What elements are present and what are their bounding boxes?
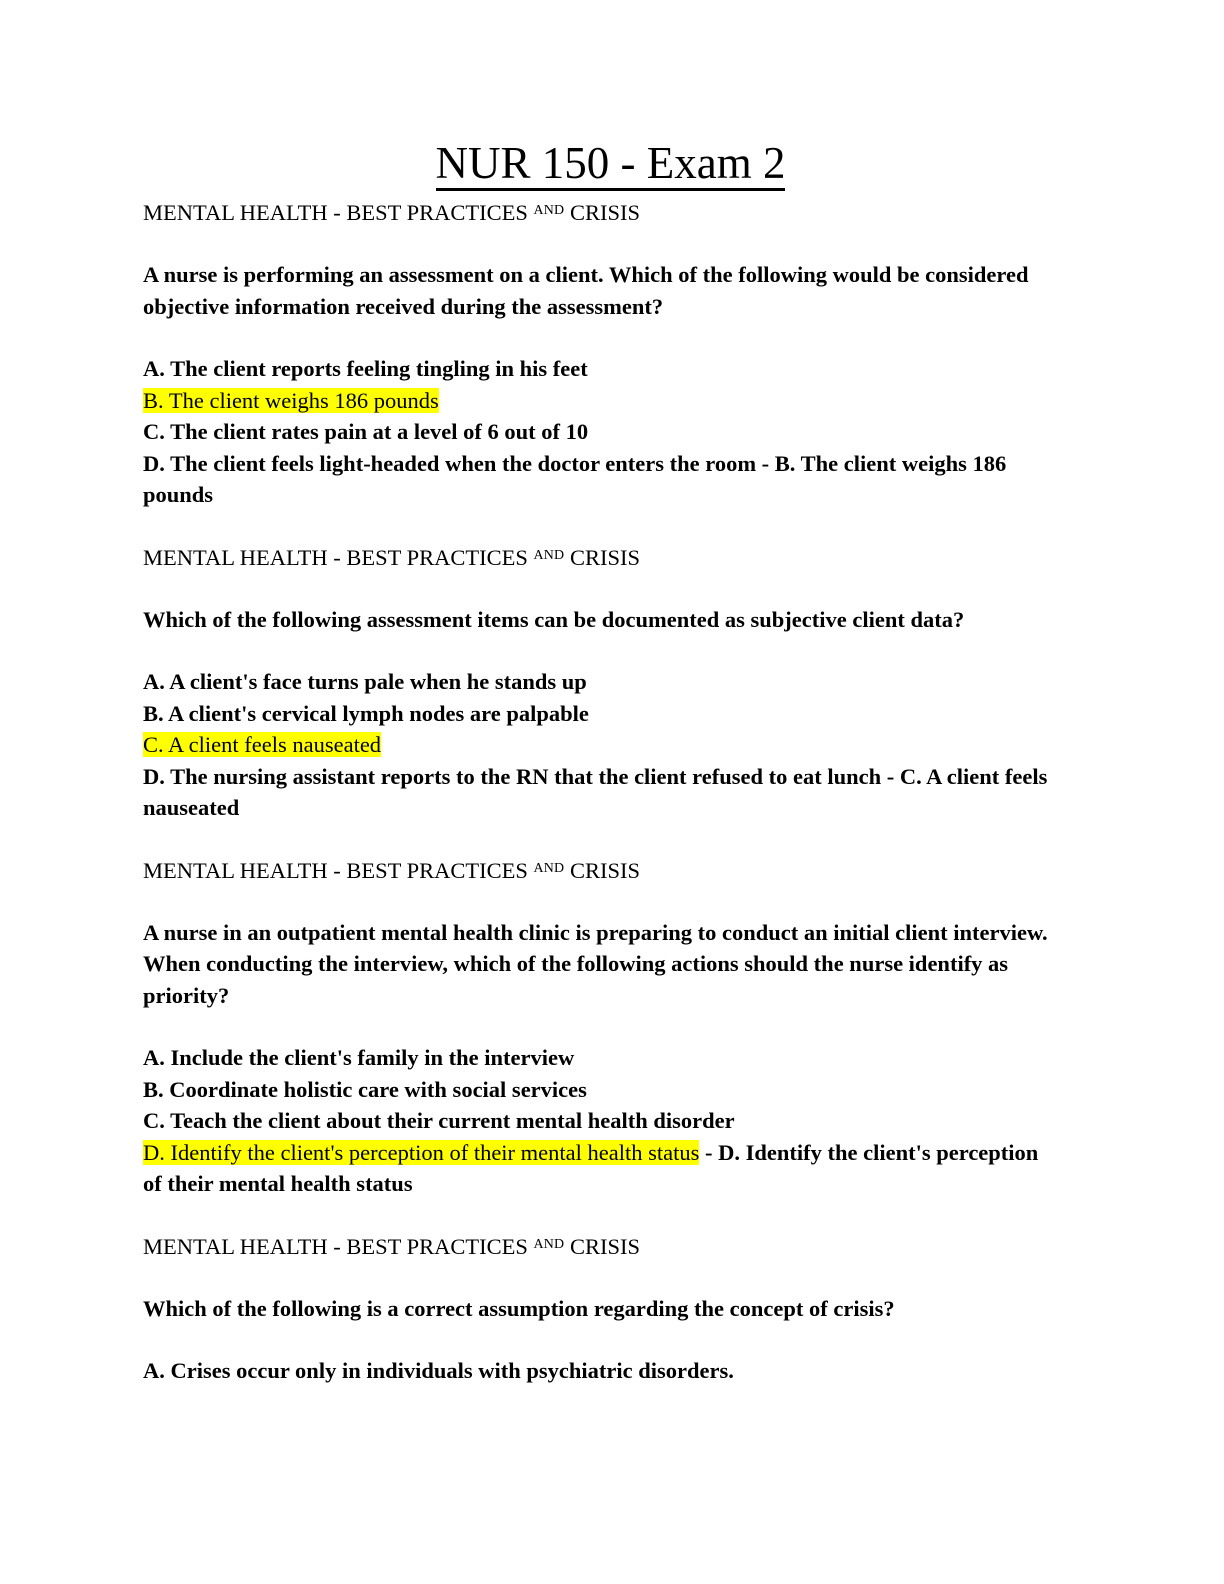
question-1-option-c: C. The client rates pain at a level of 6… [143,419,589,445]
question-2-option-b: B. A client's cervical lymph nodes are p… [143,700,589,726]
question-3-option-b: B. Coordinate holistic care with social … [143,1076,587,1102]
section-heading-prefix: MENTAL HEALTH - BEST PRACTICES [143,857,534,883]
section-heading-prefix: MENTAL HEALTH - BEST PRACTICES [143,544,534,570]
spacer [143,886,1078,917]
page-title: NUR 150 - Exam 2 [143,139,1078,192]
section-heading-suffix: CRISIS [564,544,640,570]
question-2-option-c: C. A client feels nauseated [143,729,1078,761]
question-1-option-b: B. The client weighs 186 pounds [143,385,1078,417]
question-2-stem: Which of the following assessment items … [143,606,965,632]
section-heading-prefix: MENTAL HEALTH - BEST PRACTICES [143,1233,534,1259]
section-heading-superscript: AND [533,547,565,563]
question-4-stem: Which of the following is a correct assu… [143,1295,895,1321]
question-4-option-a: A. Crises occur only in individuals with… [143,1358,734,1384]
question-1-stem-line-2: objective information received during th… [143,293,664,319]
question-1-option-a: A. The client reports feeling tingling i… [143,356,588,382]
spacer [143,511,1078,542]
spacer [143,635,1078,666]
question-2-option-d: D. The nursing assistant reports to the … [143,761,1078,824]
question-2-option-a: A. A client's face turns pale when he st… [143,669,587,695]
spacer [143,824,1078,855]
section-heading-prefix: MENTAL HEALTH - BEST PRACTICES [143,200,534,226]
question-1-option-d-line-1: D. The client feels light-headed when th… [143,450,1007,476]
question-2-option-d-line-2: nauseated [143,795,240,821]
section-heading-suffix: CRISIS [564,1233,640,1259]
document-content: NUR 150 - Exam 2 MENTAL HEALTH - BEST PR… [143,139,1078,1387]
question-1-option-d-line-2: pounds [143,482,214,508]
highlighted-answer-1: B. The client weighs 186 pounds [143,387,439,413]
question-3-stem-line-2: When conducting the interview, which of … [143,951,1009,977]
highlighted-answer-2: C. A client feels nauseated [143,732,382,758]
question-3-option-a: A. Include the client's family in the in… [143,1045,575,1071]
question-1-stem: A nurse is performing an assessment on a… [143,259,1078,322]
highlighted-answer-3: D. Identify the client's perception of t… [143,1139,700,1165]
question-3-option-d-trailing: - D. Identify the client's perception [699,1139,1039,1165]
section-heading-suffix: CRISIS [564,200,640,226]
question-3-stem-line-3: priority? [143,982,230,1008]
section-heading-superscript: AND [533,861,565,876]
question-1-option-d: D. The client feels light-headed when th… [143,448,1078,511]
section-heading-1: MENTAL HEALTH - BEST PRACTICES AND CRISI… [143,197,1078,228]
spacer [143,573,1078,604]
question-3-option-d-line-2: of their mental health status [143,1171,413,1197]
question-3-stem-line-1: A nurse in an outpatient mental health c… [143,919,1048,945]
section-heading-superscript: AND [533,203,565,219]
page-title-text: NUR 150 - Exam 2 [435,139,786,192]
section-heading-2: MENTAL HEALTH - BEST PRACTICES AND CRISI… [143,542,1078,573]
section-heading-3: MENTAL HEALTH - BEST PRACTICES AND CRISI… [143,855,1078,886]
spacer [143,1200,1078,1231]
spacer [143,228,1078,259]
question-2-option-d-line-1: D. The nursing assistant reports to the … [143,763,1048,789]
section-heading-superscript: AND [533,1237,565,1253]
question-3-stem: A nurse in an outpatient mental health c… [143,917,1078,1012]
section-heading-suffix: CRISIS [564,857,640,883]
section-heading-4: MENTAL HEALTH - BEST PRACTICES AND CRISI… [143,1231,1078,1262]
spacer [143,1011,1078,1042]
question-1-stem-line-1: A nurse is performing an assessment on a… [143,262,1029,288]
question-3-option-c: C. Teach the client about their current … [143,1108,735,1134]
question-3-option-d: D. Identify the client's perception of t… [143,1137,1078,1200]
spacer [143,322,1078,353]
spacer [143,1324,1078,1355]
spacer [143,1262,1078,1293]
